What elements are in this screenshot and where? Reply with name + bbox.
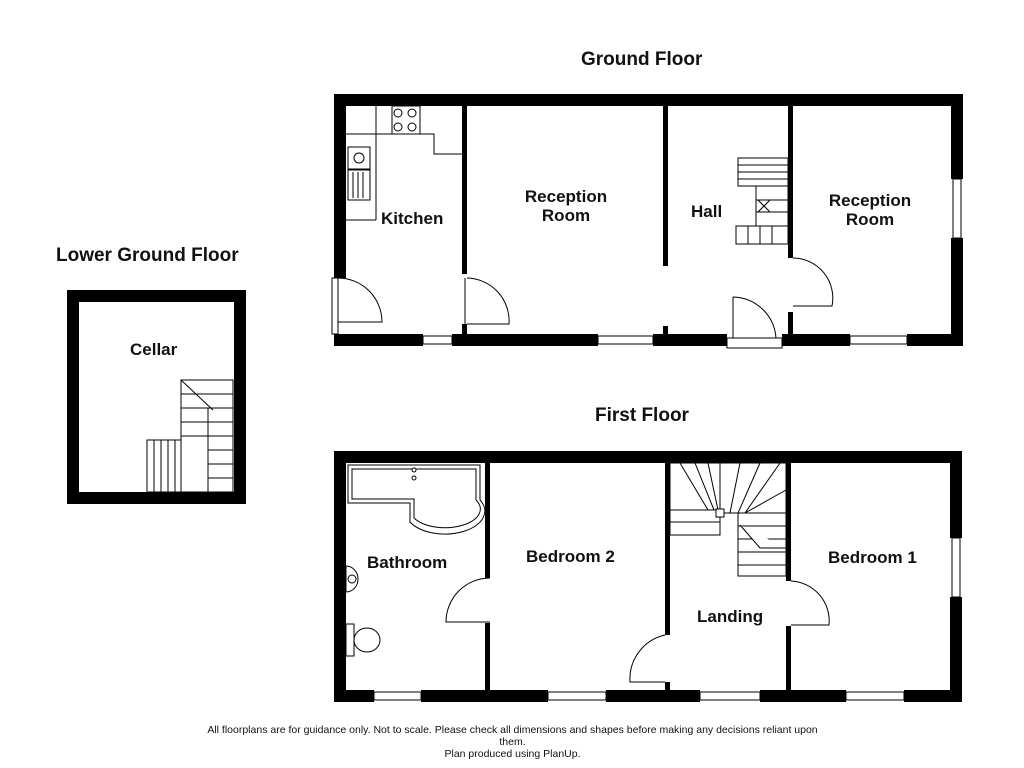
first-floor-stairs [669,462,787,577]
bathroom-fittings [345,464,486,657]
disclaimer-footer: All floorplans are for guidance only. No… [190,724,835,760]
room-label-bedroom-2: Bedroom 2 [526,547,615,566]
disclaimer-line-2: them. [499,736,526,748]
room-label-reception-left-line2: Room [541,206,591,225]
disclaimer-line-1: All floorplans are for guidance only. No… [207,724,818,736]
disclaimer-line-3: Plan produced using PlanUp. [444,748,581,760]
room-label-bathroom: Bathroom [367,553,448,572]
room-label-bedroom-1: Bedroom 1 [828,548,917,567]
first-floor-walls [334,451,962,702]
cellar-stairs [146,379,234,493]
room-label-cellar: Cellar [130,340,178,359]
cellar-walls [67,290,246,504]
room-label-reception-left-line1: Reception [524,187,608,206]
door-swings [331,257,834,683]
lower-ground-floor-title: Lower Ground Floor [56,245,239,266]
ground-floor-title: Ground Floor [581,49,703,70]
room-label-hall: Hall [691,202,723,221]
kitchen-fittings [346,105,462,221]
first-floor-title: First Floor [595,405,689,426]
room-label-reception-right-line2: Room [845,210,895,229]
room-label-reception-room-right: Reception Room [822,191,918,229]
room-label-reception-room-left: Reception Room [518,187,614,225]
room-label-reception-right-line1: Reception [828,191,912,210]
ground-floor-walls [334,94,963,346]
windows [373,178,962,701]
room-label-landing: Landing [697,607,764,626]
room-label-kitchen: Kitchen [381,209,444,228]
hall-stairs [735,157,789,245]
